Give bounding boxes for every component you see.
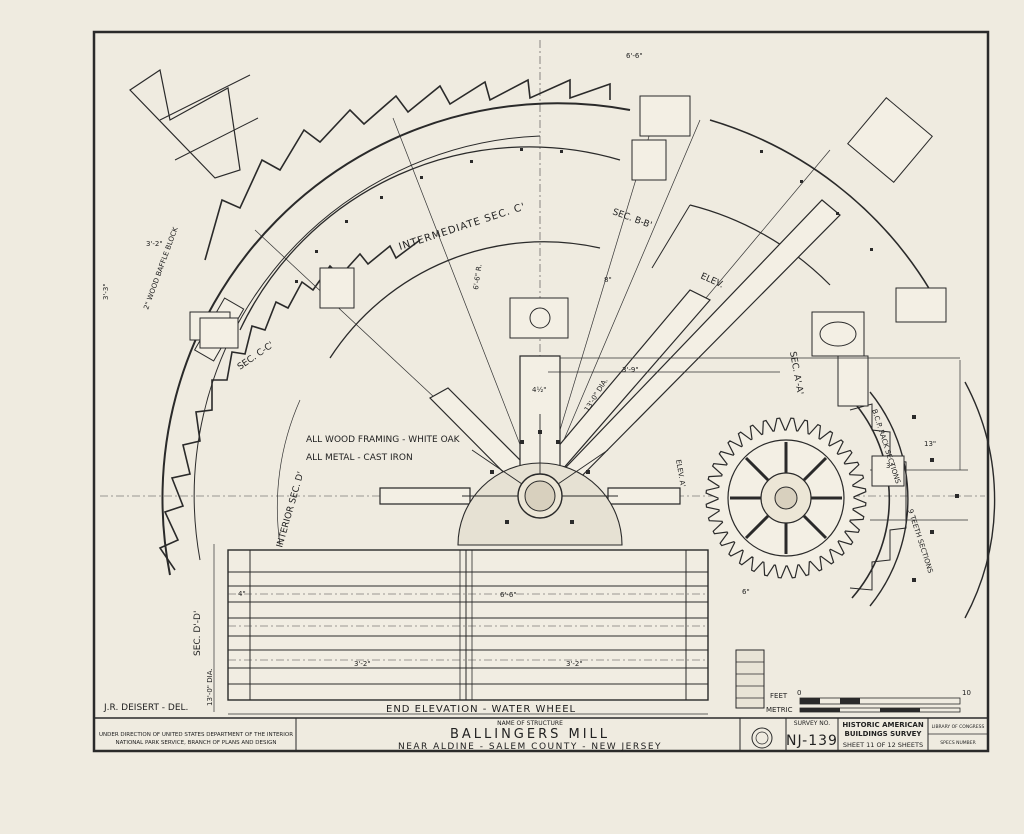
title-block-frame bbox=[94, 717, 988, 751]
end-elevation-drawing bbox=[213, 544, 765, 715]
library-line-1: LIBRARY OF CONGRESS bbox=[932, 724, 985, 730]
sheet-count: SHEET 11 OF 12 SHEETS bbox=[843, 741, 923, 749]
note-wood-framing: ALL WOOD FRAMING - WHITE OAK bbox=[306, 435, 461, 445]
dim-6-in: 6" bbox=[742, 588, 750, 596]
delineator: J.R. DEISERT - DEL. bbox=[103, 703, 188, 713]
dim-6-6-elev: 6'-6" bbox=[500, 591, 517, 599]
dim-3-2-top: 3'-2" bbox=[146, 240, 163, 248]
note-metal: ALL METAL - CAST IRON bbox=[306, 453, 413, 463]
scale-feet-label: FEET bbox=[770, 692, 788, 700]
structure-name: BALLINGERS MILL bbox=[450, 727, 610, 742]
scale-zero: 0 bbox=[797, 689, 801, 697]
library-line-2: SPECS NUMBER bbox=[940, 740, 975, 746]
dim-4-half: 4½" bbox=[532, 386, 546, 394]
habs-line-2: BUILDINGS SURVEY bbox=[845, 730, 923, 738]
scale-ten: 10 bbox=[962, 689, 971, 697]
dim-3-2-left: 3'-2" bbox=[354, 660, 371, 668]
habs-line-1: HISTORIC AMERICAN bbox=[842, 721, 924, 729]
agency-line-2: NATIONAL PARK SERVICE, BRANCH OF PLANS A… bbox=[116, 740, 277, 746]
dim-6-6-radius: 6'-6" R. bbox=[472, 264, 483, 291]
survey-number: NJ-139 bbox=[786, 733, 838, 749]
sheet-border bbox=[92, 30, 990, 753]
pit-gear-drawing bbox=[548, 95, 996, 619]
scale-bar bbox=[799, 697, 961, 713]
title-block: UNDER DIRECTION OF UNITED STATES DEPARTM… bbox=[99, 720, 985, 752]
agency-line-1: UNDER DIRECTION OF UNITED STATES DEPARTM… bbox=[99, 732, 293, 738]
dim-3-3: 3'-3" bbox=[102, 283, 110, 300]
structure-location: NEAR ALDINE - SALEM COUNTY - NEW JERSEY bbox=[398, 742, 662, 752]
view-title: END ELEVATION - WATER WHEEL bbox=[386, 704, 576, 715]
water-wheel-drawing bbox=[100, 40, 985, 576]
survey-caption: SURVEY NO. bbox=[794, 720, 830, 727]
dim-8-in: 8" bbox=[604, 276, 612, 284]
dim-3-9: 3'-9" bbox=[622, 366, 639, 374]
dim-13-in: 13" bbox=[924, 440, 936, 448]
dim-13-dia-elev: 13'-0" DIA. bbox=[206, 668, 214, 706]
label-section-d: SEC. D'-D' bbox=[193, 611, 203, 656]
dim-3-in: 3" bbox=[886, 462, 894, 470]
dim-6-6-top: 6'-6" bbox=[626, 52, 643, 60]
scale-metric-label: METRIC bbox=[766, 706, 793, 714]
dim-3-2-right: 3'-2" bbox=[566, 660, 583, 668]
name-caption: NAME OF STRUCTURE bbox=[497, 720, 563, 727]
dim-4-in: 4" bbox=[238, 590, 246, 598]
